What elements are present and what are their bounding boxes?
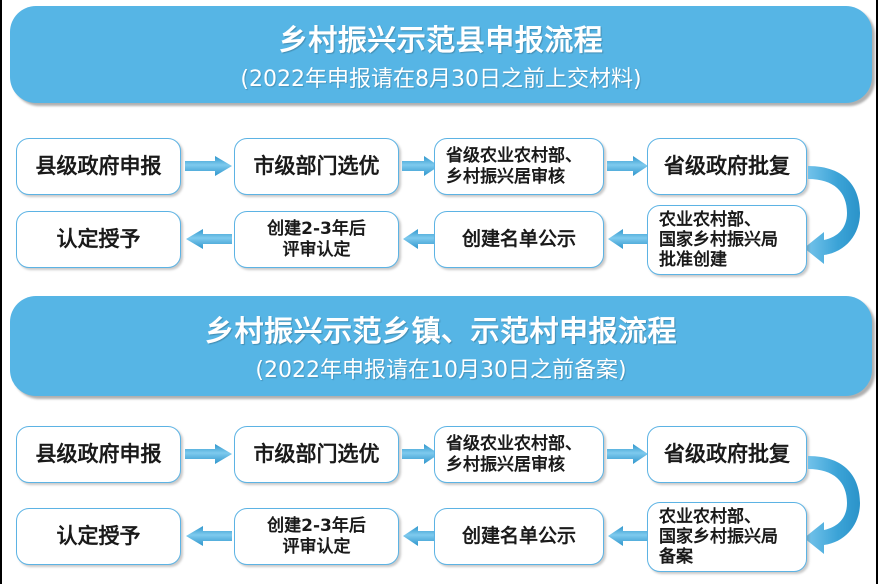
banner-subtitle: (2022年申报请在10月30日之前备案): [255, 358, 627, 383]
arrow-right-icon: [185, 155, 233, 177]
node-ministry-record-filing[interactable]: 农业农村部、 国家乡村振兴局 备案: [647, 502, 807, 572]
node-city-department-selection[interactable]: 市级部门选优: [234, 426, 399, 483]
node-provincial-government-approval[interactable]: 省级政府批复: [647, 426, 807, 483]
arrow-right-icon: [402, 155, 440, 177]
banner-subtitle: (2022年申报请在8月30日之前上交材料): [240, 66, 642, 92]
arrow-left-icon: [607, 525, 649, 547]
arrow-right-icon: [402, 443, 440, 465]
banner-town-village-flow: 乡村振兴示范乡镇、示范村申报流程 (2022年申报请在10月30日之前备案): [10, 296, 872, 396]
node-review-after-2-3-years[interactable]: 创建2-3年后 评审认定: [234, 508, 399, 565]
node-city-department-selection[interactable]: 市级部门选优: [234, 138, 399, 195]
node-creation-list-publicity[interactable]: 创建名单公示: [434, 211, 604, 268]
arrow-right-icon: [185, 443, 233, 465]
node-recognition-award[interactable]: 认定授予: [16, 508, 181, 565]
node-recognition-award[interactable]: 认定授予: [16, 211, 181, 268]
curved-loop-arrow-icon: [802, 450, 870, 560]
banner-title: 乡村振兴示范县申报流程: [278, 22, 604, 57]
node-provincial-government-approval[interactable]: 省级政府批复: [647, 138, 807, 195]
arrow-right-icon: [607, 155, 649, 177]
arrow-left-icon: [402, 525, 440, 547]
node-county-government-application[interactable]: 县级政府申报: [16, 138, 181, 195]
arrow-left-icon: [185, 228, 233, 250]
arrow-left-icon: [402, 228, 440, 250]
node-county-government-application[interactable]: 县级政府申报: [16, 426, 181, 483]
curved-loop-arrow-icon: [802, 160, 870, 270]
banner-title: 乡村振兴示范乡镇、示范村申报流程: [204, 314, 677, 348]
node-provincial-agriculture-review[interactable]: 省级农业农村部、 乡村振兴居审核: [434, 138, 604, 195]
node-provincial-agriculture-review[interactable]: 省级农业农村部、 乡村振兴居审核: [434, 426, 604, 483]
arrow-left-icon: [607, 228, 649, 250]
arrow-right-icon: [607, 443, 649, 465]
arrow-left-icon: [185, 525, 233, 547]
node-ministry-approval-creation[interactable]: 农业农村部、 国家乡村振兴局 批准创建: [647, 205, 807, 275]
node-creation-list-publicity[interactable]: 创建名单公示: [434, 508, 604, 565]
banner-county-flow: 乡村振兴示范县申报流程 (2022年申报请在8月30日之前上交材料): [10, 6, 872, 103]
node-review-after-2-3-years[interactable]: 创建2-3年后 评审认定: [234, 211, 399, 268]
